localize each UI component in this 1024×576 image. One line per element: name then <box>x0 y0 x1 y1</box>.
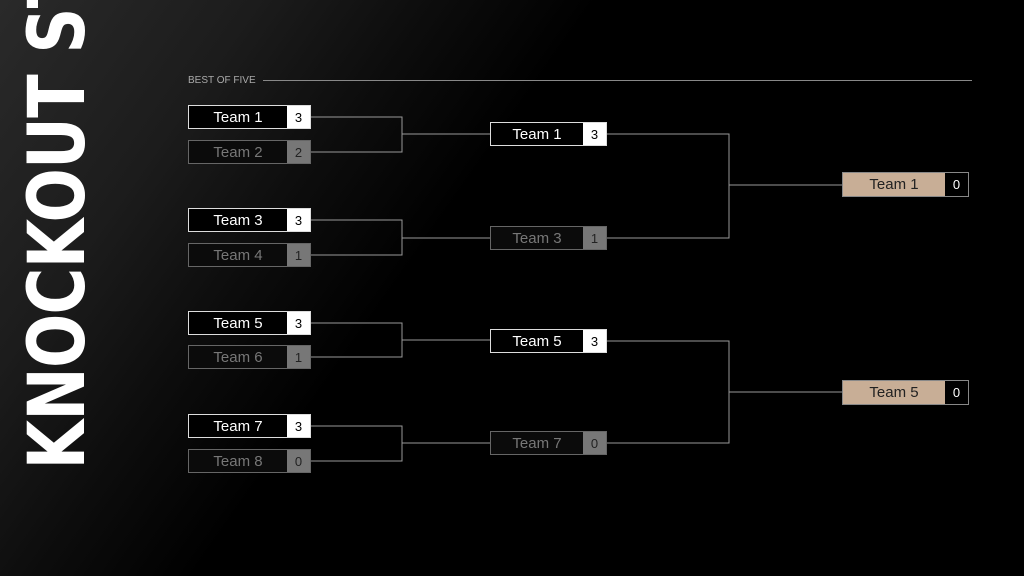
team-name: Team 8 <box>189 450 287 472</box>
team-score: 3 <box>287 415 310 437</box>
divider <box>263 80 972 81</box>
team-name: Team 5 <box>491 330 583 352</box>
format-label: BEST OF FIVE <box>188 75 256 86</box>
team-name: Team 6 <box>189 346 287 368</box>
team-name: Team 3 <box>189 209 287 231</box>
team-score: 3 <box>287 106 310 128</box>
team-score: 1 <box>287 346 310 368</box>
team-score: 0 <box>583 432 606 454</box>
team-score: 3 <box>287 312 310 334</box>
team-score: 1 <box>287 244 310 266</box>
team-score: 0 <box>945 381 968 404</box>
team-name: Team 4 <box>189 244 287 266</box>
team-name: Team 1 <box>491 123 583 145</box>
team-name: Team 5 <box>843 381 945 404</box>
team-score: 3 <box>583 123 606 145</box>
team-name: Team 5 <box>189 312 287 334</box>
team-name: Team 3 <box>491 227 583 249</box>
team-score: 3 <box>583 330 606 352</box>
team-score: 3 <box>287 209 310 231</box>
team-name: Team 1 <box>189 106 287 128</box>
team-name: Team 7 <box>189 415 287 437</box>
team-name: Team 2 <box>189 141 287 163</box>
team-name: Team 1 <box>843 173 945 196</box>
team-score: 0 <box>287 450 310 472</box>
team-score: 0 <box>945 173 968 196</box>
team-score: 2 <box>287 141 310 163</box>
team-name: Team 7 <box>491 432 583 454</box>
team-score: 1 <box>583 227 606 249</box>
